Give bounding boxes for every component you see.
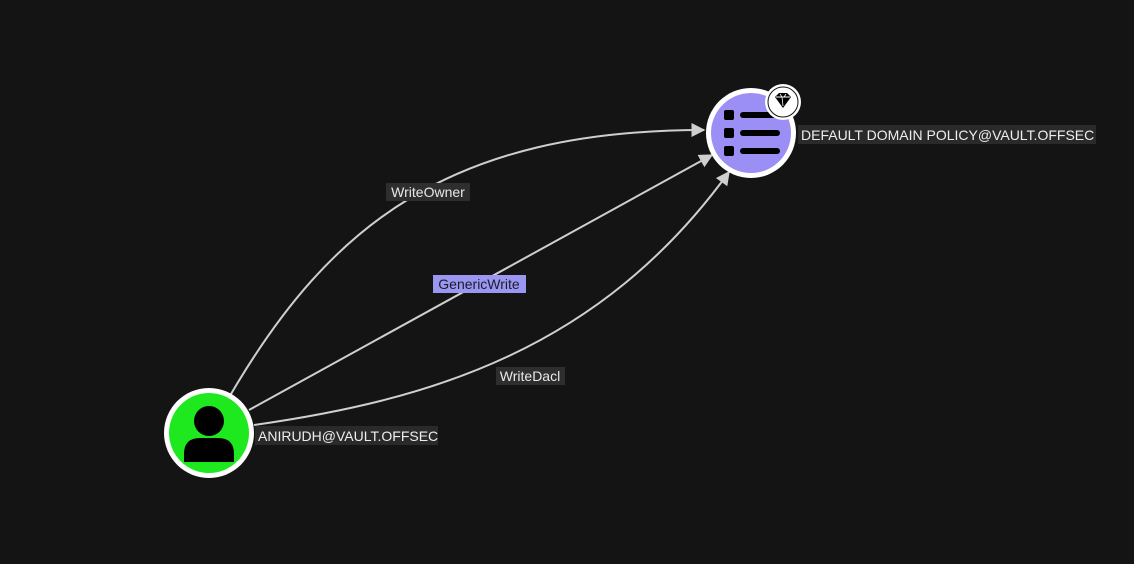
- node-gpo[interactable]: DEFAULT DOMAIN POLICY@VAULT.OFFSEC: [706, 84, 1096, 178]
- edge-label[interactable]: WriteDacl: [500, 368, 560, 384]
- edge-label-bg: [496, 367, 565, 385]
- edge-line[interactable]: [230, 123, 706, 395]
- edge-label[interactable]: WriteOwner: [391, 184, 465, 200]
- gem-icon: [765, 84, 801, 120]
- user-icon: [184, 406, 234, 462]
- edge-label-bg: [433, 275, 526, 293]
- node-user-label[interactable]: ANIRUDH@VAULT.OFFSEC: [258, 428, 438, 444]
- edge-write-dacl[interactable]: WriteDacl: [253, 170, 730, 426]
- node-label-bg: [798, 125, 1096, 144]
- edge-write-owner[interactable]: WriteOwner: [230, 123, 706, 395]
- edge-label-bg: [386, 183, 470, 201]
- node-label-bg: [255, 426, 438, 445]
- edge-generic-write[interactable]: GenericWrite: [248, 154, 714, 411]
- node-user[interactable]: ANIRUDH@VAULT.OFFSEC: [164, 388, 438, 478]
- list-icon: [724, 110, 780, 156]
- node-gpo-label[interactable]: DEFAULT DOMAIN POLICY@VAULT.OFFSEC: [801, 127, 1094, 143]
- edge-line[interactable]: [253, 170, 730, 426]
- edge-label[interactable]: GenericWrite: [438, 276, 520, 292]
